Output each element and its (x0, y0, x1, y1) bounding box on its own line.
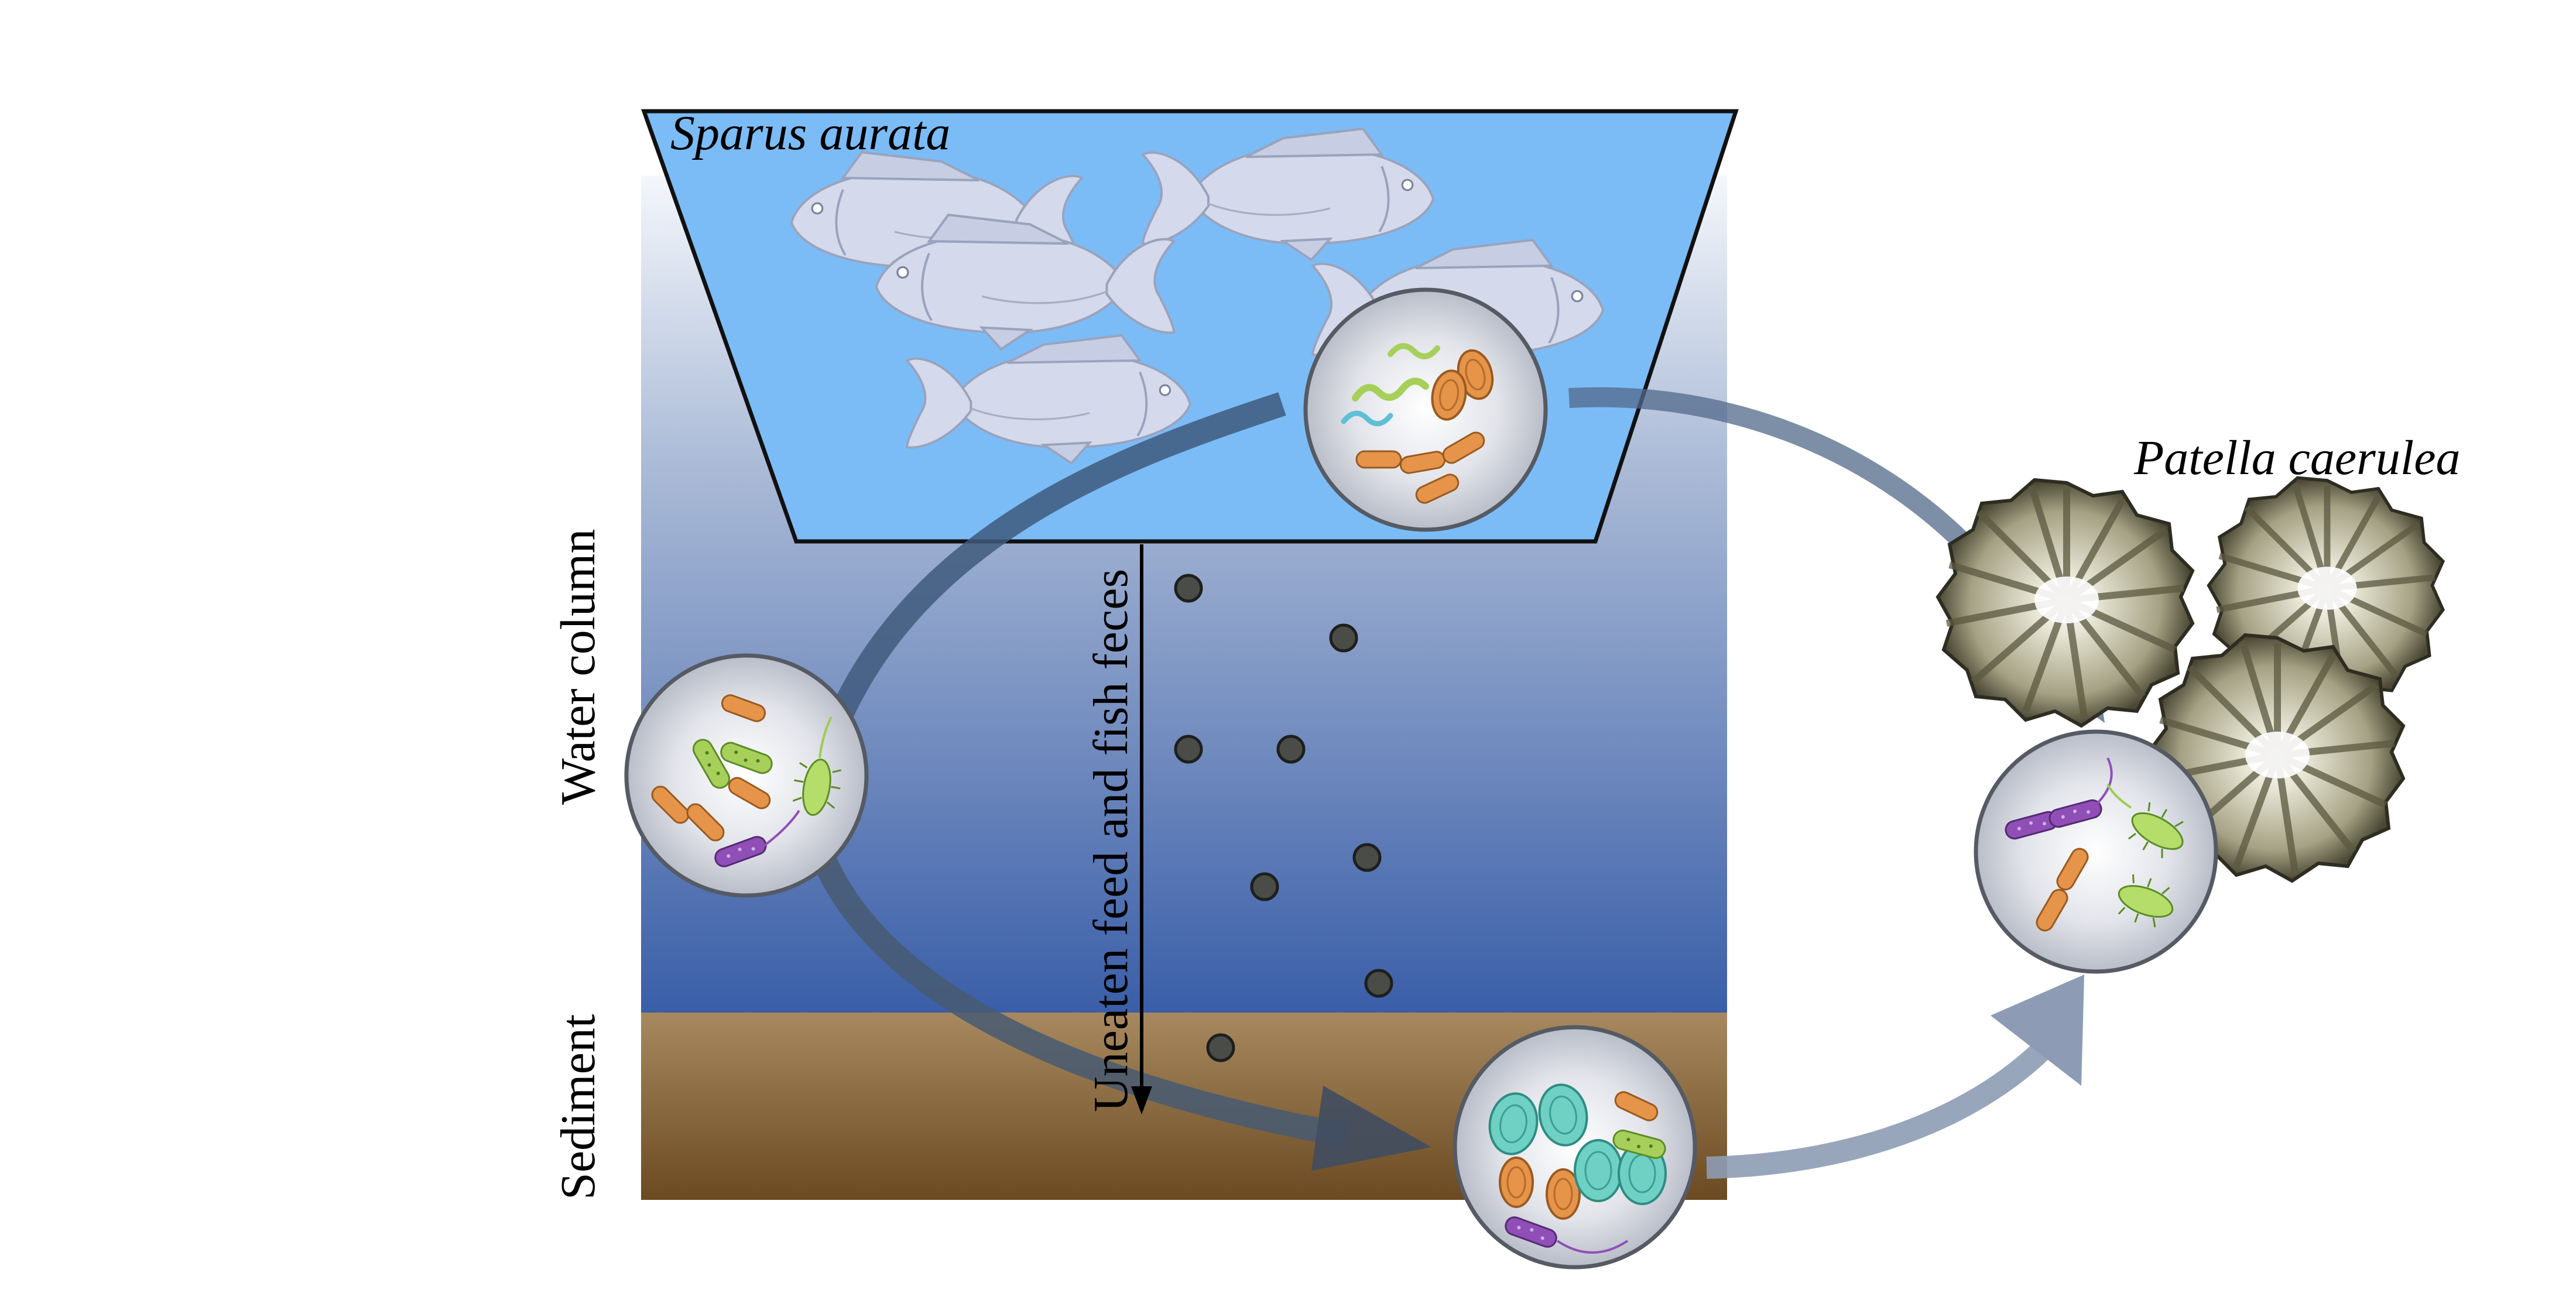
sediment-label: Sediment (551, 1014, 605, 1200)
limpet-shell-icon (1938, 480, 2193, 726)
flow-arrow-water-to-sediment (801, 828, 1349, 1148)
limpet-species-label: Patella caerulea (2133, 431, 2460, 485)
particle-icon (1278, 736, 1304, 762)
microbial-community-icon (1303, 287, 1548, 532)
flow-arrowhead-sediment (1311, 1086, 1431, 1171)
cage-species-label: Sparus aurata (670, 106, 950, 160)
particle-icon (1176, 736, 1201, 762)
water-column-label: Water column (551, 529, 605, 805)
particle-icon (1176, 575, 1201, 601)
particle-icon (1354, 845, 1380, 870)
flow-arrowhead-limpet-bottom (1991, 975, 2084, 1086)
microbial-community-icon (1974, 729, 2218, 974)
particle-icon (1252, 874, 1277, 900)
particle-icon (1366, 970, 1392, 996)
flow-arrow-cage-to-water (820, 392, 1286, 742)
flow-arrow-sediment-to-limpet (1706, 1023, 2070, 1179)
waste-arrow-label: Uneaten feed and fish feces (1084, 569, 1138, 1112)
microbial-community-icon (624, 653, 869, 898)
microbial-community-icon (1453, 1025, 1697, 1270)
particle-icon (1208, 1035, 1234, 1061)
particle-icon (1331, 625, 1356, 651)
